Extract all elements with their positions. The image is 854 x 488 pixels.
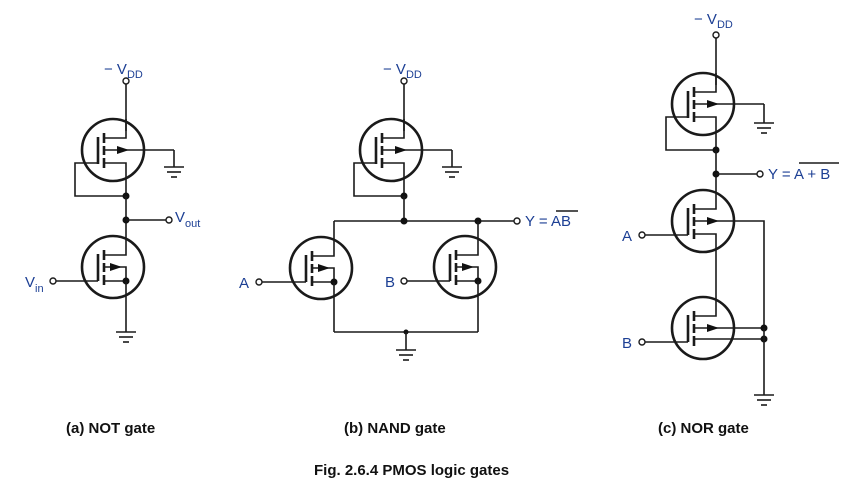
- not-vdd-terminal: [122, 77, 130, 85]
- not-input-terminal[interactable]: [49, 277, 57, 285]
- nand-rail-junction-dot: [400, 217, 408, 225]
- transistor-body: [288, 235, 354, 301]
- nor-input-a-label: A: [622, 228, 632, 245]
- not-driver-transistor: [80, 234, 146, 300]
- substrate-arrow-icon: [707, 217, 719, 225]
- transistor-body: [80, 234, 146, 300]
- nor-output-label: Y = A + B: [768, 166, 830, 183]
- nor-input-a-terminal[interactable]: [638, 231, 646, 239]
- nor-driver-b-transistor: [670, 295, 764, 361]
- nor-driver-a-transistor: [670, 188, 765, 328]
- drain-lead: [104, 119, 127, 139]
- nor-input-b-terminal[interactable]: [638, 338, 646, 346]
- nor-output-terminal[interactable]: [756, 170, 764, 178]
- drain-lead: [104, 247, 127, 256]
- not-load-substrate-ground-icon: [164, 150, 184, 178]
- nand-ground-icon: [396, 349, 416, 361]
- not-output-terminal[interactable]: [165, 216, 173, 224]
- nor-load-substrate-ground-icon: [754, 104, 774, 134]
- nand-vdd-label: − VDD: [383, 61, 422, 81]
- transistor-body: [432, 234, 498, 300]
- nor-gate-loopback-wire: [665, 116, 716, 151]
- figure-caption: Fig. 2.6.4 PMOS logic gates: [314, 462, 509, 479]
- nor-gate-caption: (c) NOR gate: [658, 420, 749, 437]
- nor-ground-icon: [754, 394, 774, 406]
- nand-vdd-terminal: [400, 77, 408, 85]
- not-gate-loopback-wire: [74, 162, 126, 197]
- not-ground-icon: [116, 331, 136, 343]
- nor-vdd-terminal: [712, 31, 720, 39]
- nand-input-a-label: A: [239, 275, 249, 292]
- nand-input-b-label: B: [385, 274, 395, 291]
- not-output-label: Vout: [175, 209, 200, 230]
- drain-lead: [312, 221, 335, 257]
- nand-driver-a-transistor: [288, 221, 354, 301]
- nor-load-transistor: [670, 71, 764, 150]
- nand-load-substrate-ground-icon: [442, 150, 462, 178]
- not-gate-caption: (a) NOT gate: [66, 420, 155, 437]
- nor-gate: − VDD Y = A + B: [622, 11, 839, 437]
- drain-lead: [694, 300, 717, 317]
- source-lead: [382, 162, 405, 196]
- nand-load-transistor: [358, 117, 452, 196]
- substrate-arrow-icon: [117, 146, 129, 154]
- drain-lead: [382, 119, 405, 139]
- nand-output-terminal[interactable]: [513, 217, 521, 225]
- not-input-label: Vin: [25, 274, 44, 295]
- nand-gate-caption: (b) NAND gate: [344, 420, 446, 437]
- not-gate: − VDD Vout: [25, 61, 200, 437]
- source-lead: [694, 116, 717, 150]
- nand-input-b-terminal[interactable]: [400, 277, 408, 285]
- nand-gate: − VDD Y = AB: [239, 61, 578, 437]
- nor-vdd-label: − VDD: [694, 11, 733, 31]
- drain-lead: [456, 221, 479, 256]
- substrate-arrow-icon: [110, 263, 122, 271]
- drain-lead: [694, 200, 717, 210]
- not-load-transistor: [80, 117, 174, 196]
- nand-driver-b-transistor: [432, 221, 498, 300]
- substrate-arrow-icon: [707, 324, 719, 332]
- nand-gate-loopback-wire: [353, 162, 404, 197]
- source-lead: [694, 233, 717, 300]
- substrate-arrow-icon: [462, 263, 474, 271]
- nand-input-a-terminal[interactable]: [255, 278, 263, 286]
- drain-lead: [694, 73, 717, 93]
- substrate-arrow-icon: [318, 264, 330, 272]
- nand-output-label: Y = AB: [525, 213, 571, 230]
- nor-input-b-label: B: [622, 335, 632, 352]
- substrate-arrow-icon: [395, 146, 407, 154]
- source-lead: [104, 162, 127, 196]
- not-vdd-label: − VDD: [104, 61, 143, 81]
- substrate-arrow-icon: [707, 100, 719, 108]
